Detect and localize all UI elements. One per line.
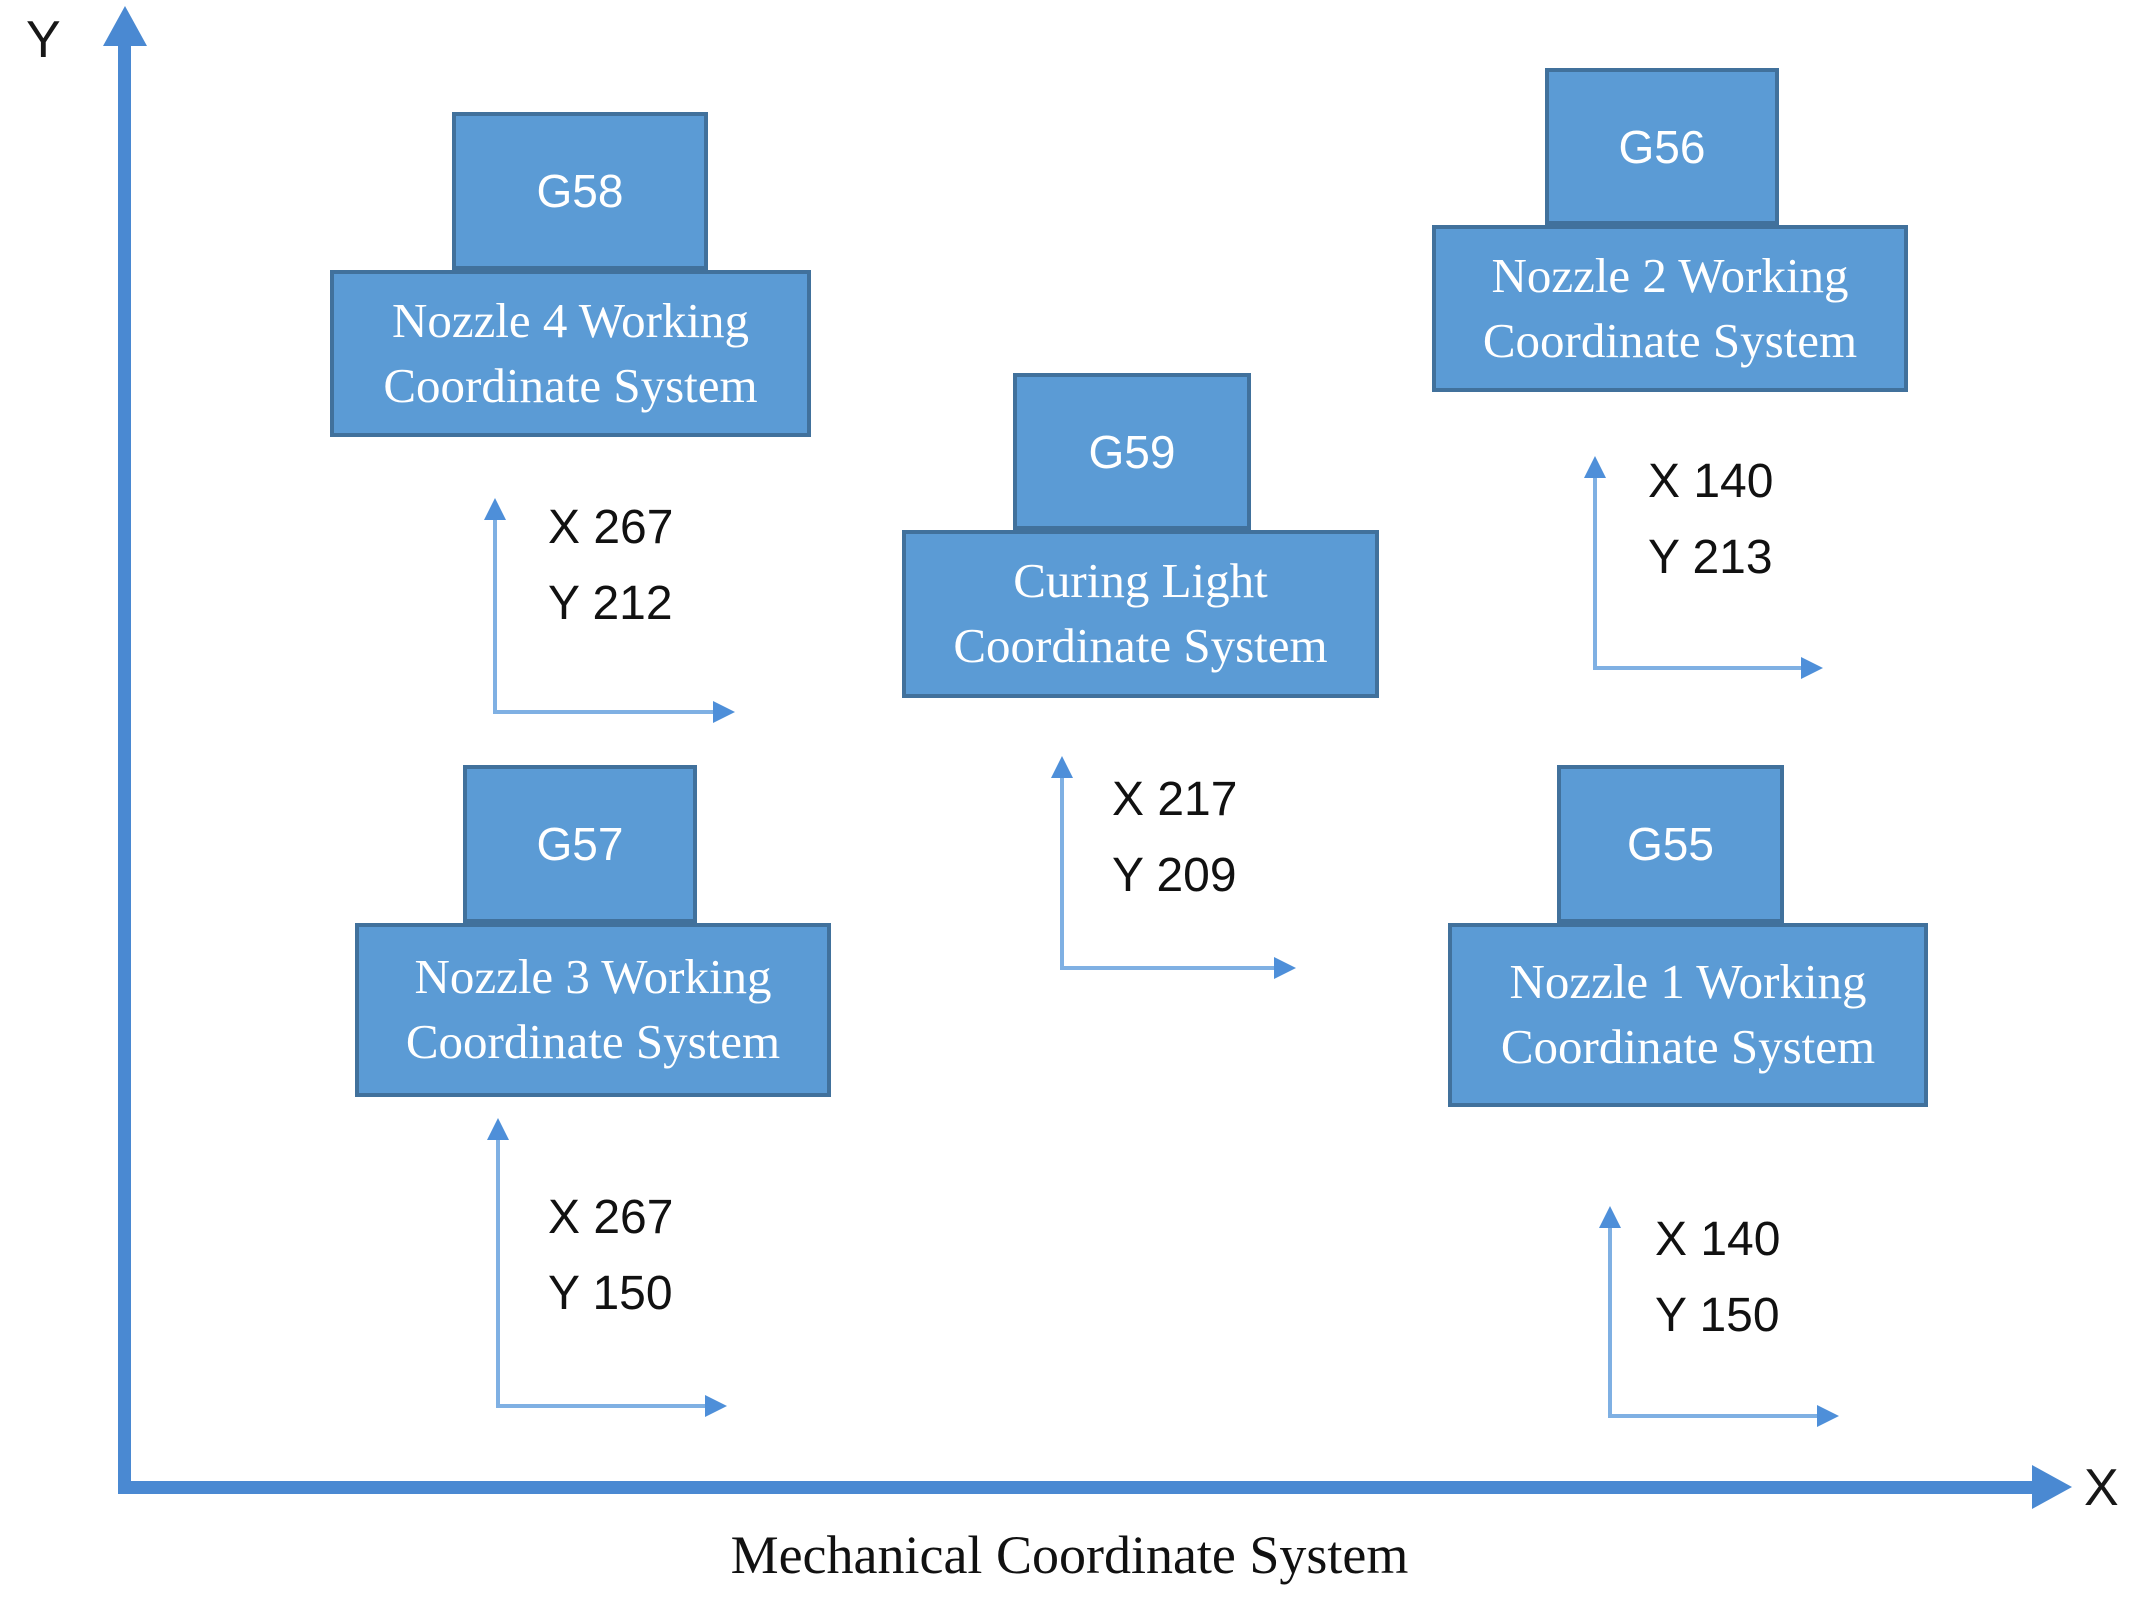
diagram-caption: Mechanical Coordinate System: [730, 1525, 1409, 1585]
y-offset-value: Y 209: [1112, 849, 1237, 902]
system-box-nozzle1: Nozzle 1 Working Coordinate System: [1448, 923, 1928, 1107]
system-box-nozzle4: Nozzle 4 Working Coordinate System: [330, 270, 811, 437]
x-axis-label: X: [2084, 1459, 2119, 1517]
system-box-curing-light: Curing Light Coordinate System: [902, 530, 1379, 698]
mini-x-arrow-icon: [1274, 957, 1296, 979]
mini-x-arrow-icon: [1801, 657, 1823, 679]
mini-x-axis-nozzle1: [1610, 1414, 1817, 1418]
x-offset-value: X 267: [548, 501, 674, 554]
system-name-line1: Nozzle 4 Working: [391, 292, 750, 348]
system-box-nozzle3: Nozzle 3 Working Coordinate System: [355, 923, 831, 1097]
gcode-tab-g55: G55: [1557, 765, 1784, 923]
mini-y-arrow-icon: [484, 498, 506, 520]
system-name-line1: Curing Light: [1013, 553, 1268, 609]
x-offset-value: X 267: [548, 1191, 674, 1244]
system-box-nozzle2: Nozzle 2 Working Coordinate System: [1432, 225, 1908, 392]
x-offset-value: X 140: [1655, 1213, 1781, 1266]
mini-x-arrow-icon: [1817, 1405, 1839, 1427]
x-offset-value: X 140: [1648, 455, 1774, 508]
system-name-line2: Coordinate System: [1500, 1019, 1876, 1074]
system-name-line2: Coordinate System: [383, 357, 758, 413]
y-offset-value: Y 150: [1655, 1289, 1780, 1342]
system-name-line1: Nozzle 1 Working: [1509, 954, 1867, 1010]
main-y-axis-line: [118, 38, 131, 1488]
offset-label-nozzle3: X 267 Y 150: [548, 1190, 673, 1342]
main-y-axis-arrow-icon: [103, 6, 147, 46]
system-name-line1: Nozzle 3 Working: [414, 949, 772, 1005]
mini-x-arrow-icon: [713, 701, 735, 723]
offset-label-nozzle4: X 267 Y 212: [548, 500, 673, 652]
mini-x-arrow-icon: [705, 1395, 727, 1417]
offset-label-nozzle1: X 140 Y 150: [1655, 1212, 1780, 1364]
mini-y-axis-nozzle1: [1608, 1226, 1612, 1418]
offset-label-curing-light: X 217 Y 209: [1112, 772, 1237, 924]
system-name-line2: Coordinate System: [953, 618, 1328, 673]
mini-y-axis-nozzle4: [493, 518, 497, 714]
mini-y-axis-nozzle3: [496, 1138, 500, 1408]
system-name-line1: Nozzle 2 Working: [1491, 247, 1849, 303]
mini-x-axis-nozzle2: [1595, 666, 1801, 670]
y-offset-value: Y 150: [548, 1267, 673, 1320]
mini-y-arrow-icon: [1599, 1206, 1621, 1228]
mini-x-axis-nozzle3: [498, 1404, 705, 1408]
gcode-tab-g57: G57: [463, 765, 697, 923]
mini-x-axis-curing-light: [1062, 966, 1274, 970]
x-offset-value: X 217: [1112, 773, 1238, 826]
y-offset-value: Y 212: [548, 577, 673, 630]
mini-y-arrow-icon: [487, 1118, 509, 1140]
mini-y-arrow-icon: [1051, 756, 1073, 778]
mini-y-axis-curing-light: [1060, 776, 1064, 970]
y-offset-value: Y 213: [1648, 531, 1773, 584]
gcode-tab-g58: G58: [452, 112, 708, 270]
gcode-tab-g56: G56: [1545, 68, 1779, 225]
mini-y-axis-nozzle2: [1593, 476, 1597, 670]
gcode-tab-g59: G59: [1013, 373, 1251, 530]
mini-y-arrow-icon: [1584, 456, 1606, 478]
main-x-axis-arrow-icon: [2032, 1465, 2072, 1509]
offset-label-nozzle2: X 140 Y 213: [1648, 454, 1773, 606]
mini-x-axis-nozzle4: [495, 710, 713, 714]
system-name-line2: Coordinate System: [405, 1014, 781, 1069]
system-name-line2: Coordinate System: [1482, 312, 1858, 368]
y-axis-label: Y: [26, 11, 61, 69]
main-x-axis-line: [118, 1481, 2034, 1494]
